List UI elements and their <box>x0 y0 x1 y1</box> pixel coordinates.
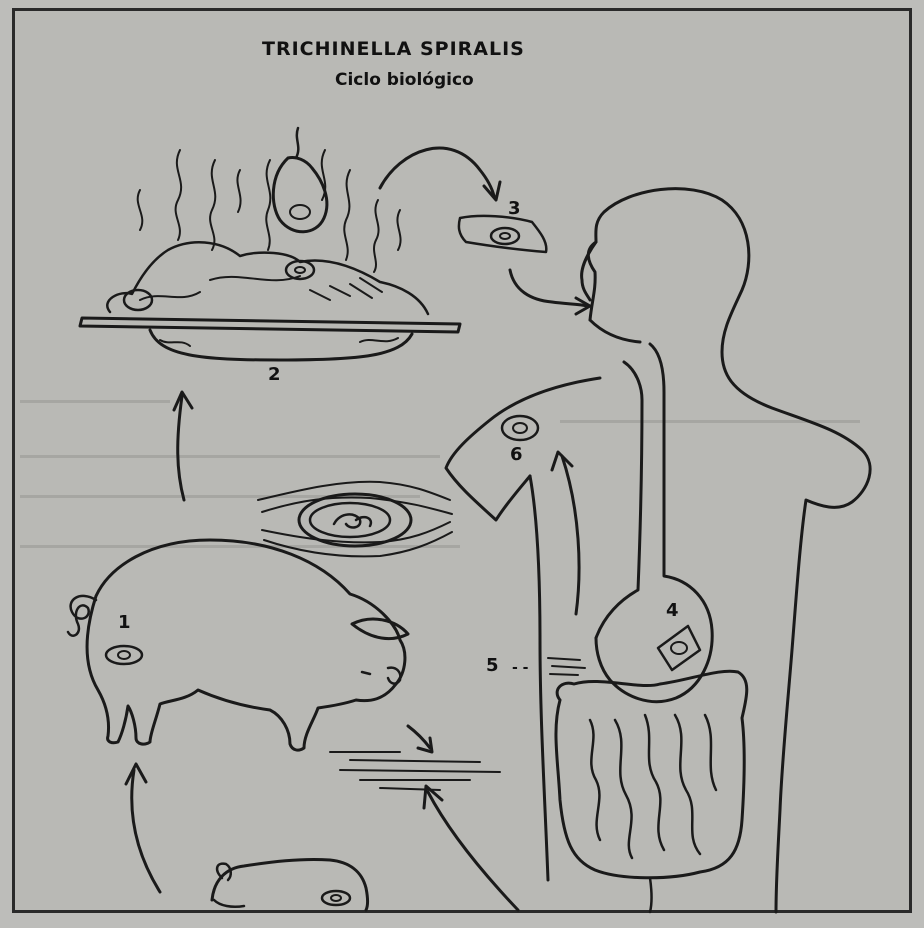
arrow-rat-to-pig <box>132 770 160 892</box>
oesophagus <box>596 344 712 702</box>
arrow-meat-to-mouth <box>510 270 588 306</box>
arrow-pig-to-plate <box>178 396 184 500</box>
meat-cyst-plate-larva <box>295 267 305 273</box>
coiled-larva <box>334 514 371 527</box>
label-intestine-dashes: - - <box>512 660 529 676</box>
arrow-human-to-feces <box>428 792 518 910</box>
arrow-pig-to-plate-head <box>174 392 192 410</box>
hanging-sausage <box>273 157 327 231</box>
rat-muscle-cyst-larva <box>331 895 341 901</box>
figure-title: TRICHINELLA SPIRALIS <box>262 38 525 60</box>
hanging-sausage-string <box>296 128 298 158</box>
rat-muscle-cyst <box>322 891 350 905</box>
label-pig: 1 <box>118 612 131 633</box>
label-intestine: 5 <box>486 655 499 676</box>
pig-body <box>87 540 405 750</box>
human-left-shoulder-arm <box>446 378 600 520</box>
label-muscle: 6 <box>510 444 523 465</box>
label-plate: 2 <box>268 364 281 385</box>
arrow-gut-to-muscle-head <box>552 452 572 470</box>
stomach-cyst-larva <box>671 642 687 654</box>
label-stomach: 4 <box>666 600 679 621</box>
rectum <box>650 878 652 912</box>
raw-meat-cyst <box>491 228 519 244</box>
muscle-cyst-6 <box>502 416 538 440</box>
sausage-end <box>124 290 152 310</box>
figure-subtitle: Ciclo biológico <box>335 70 474 90</box>
plate-rim <box>80 318 460 332</box>
small-intestine-loops <box>590 715 716 858</box>
rat-head <box>214 900 244 907</box>
human-torso-left <box>530 476 548 880</box>
raw-meat-cyst-larva <box>500 233 510 239</box>
food-pile <box>107 242 428 314</box>
arrow-gut-to-muscle <box>562 456 579 614</box>
arrow-rat-to-pig-head <box>126 764 146 784</box>
oesophagus-inner <box>596 362 642 638</box>
food-details <box>140 276 382 300</box>
pig-ear <box>352 619 408 639</box>
larvae-marks-5 <box>548 658 585 675</box>
pig-muscle-cyst-larva <box>118 651 130 659</box>
arrow-to-feces-small <box>408 726 430 748</box>
muscle-cyst-6-larva <box>513 423 527 433</box>
arrow-plate-to-meat <box>380 148 494 196</box>
stomach-cyst <box>658 626 700 670</box>
hanging-sausage-cyst <box>290 205 310 219</box>
plate-decoration <box>160 338 398 346</box>
muscle-cyst-inner <box>310 503 390 537</box>
pig-muscle-cyst <box>106 646 142 664</box>
feces-lines <box>330 752 500 790</box>
pig-eye <box>362 672 370 674</box>
label-meat: 3 <box>508 198 521 219</box>
pig-snout <box>388 668 400 684</box>
